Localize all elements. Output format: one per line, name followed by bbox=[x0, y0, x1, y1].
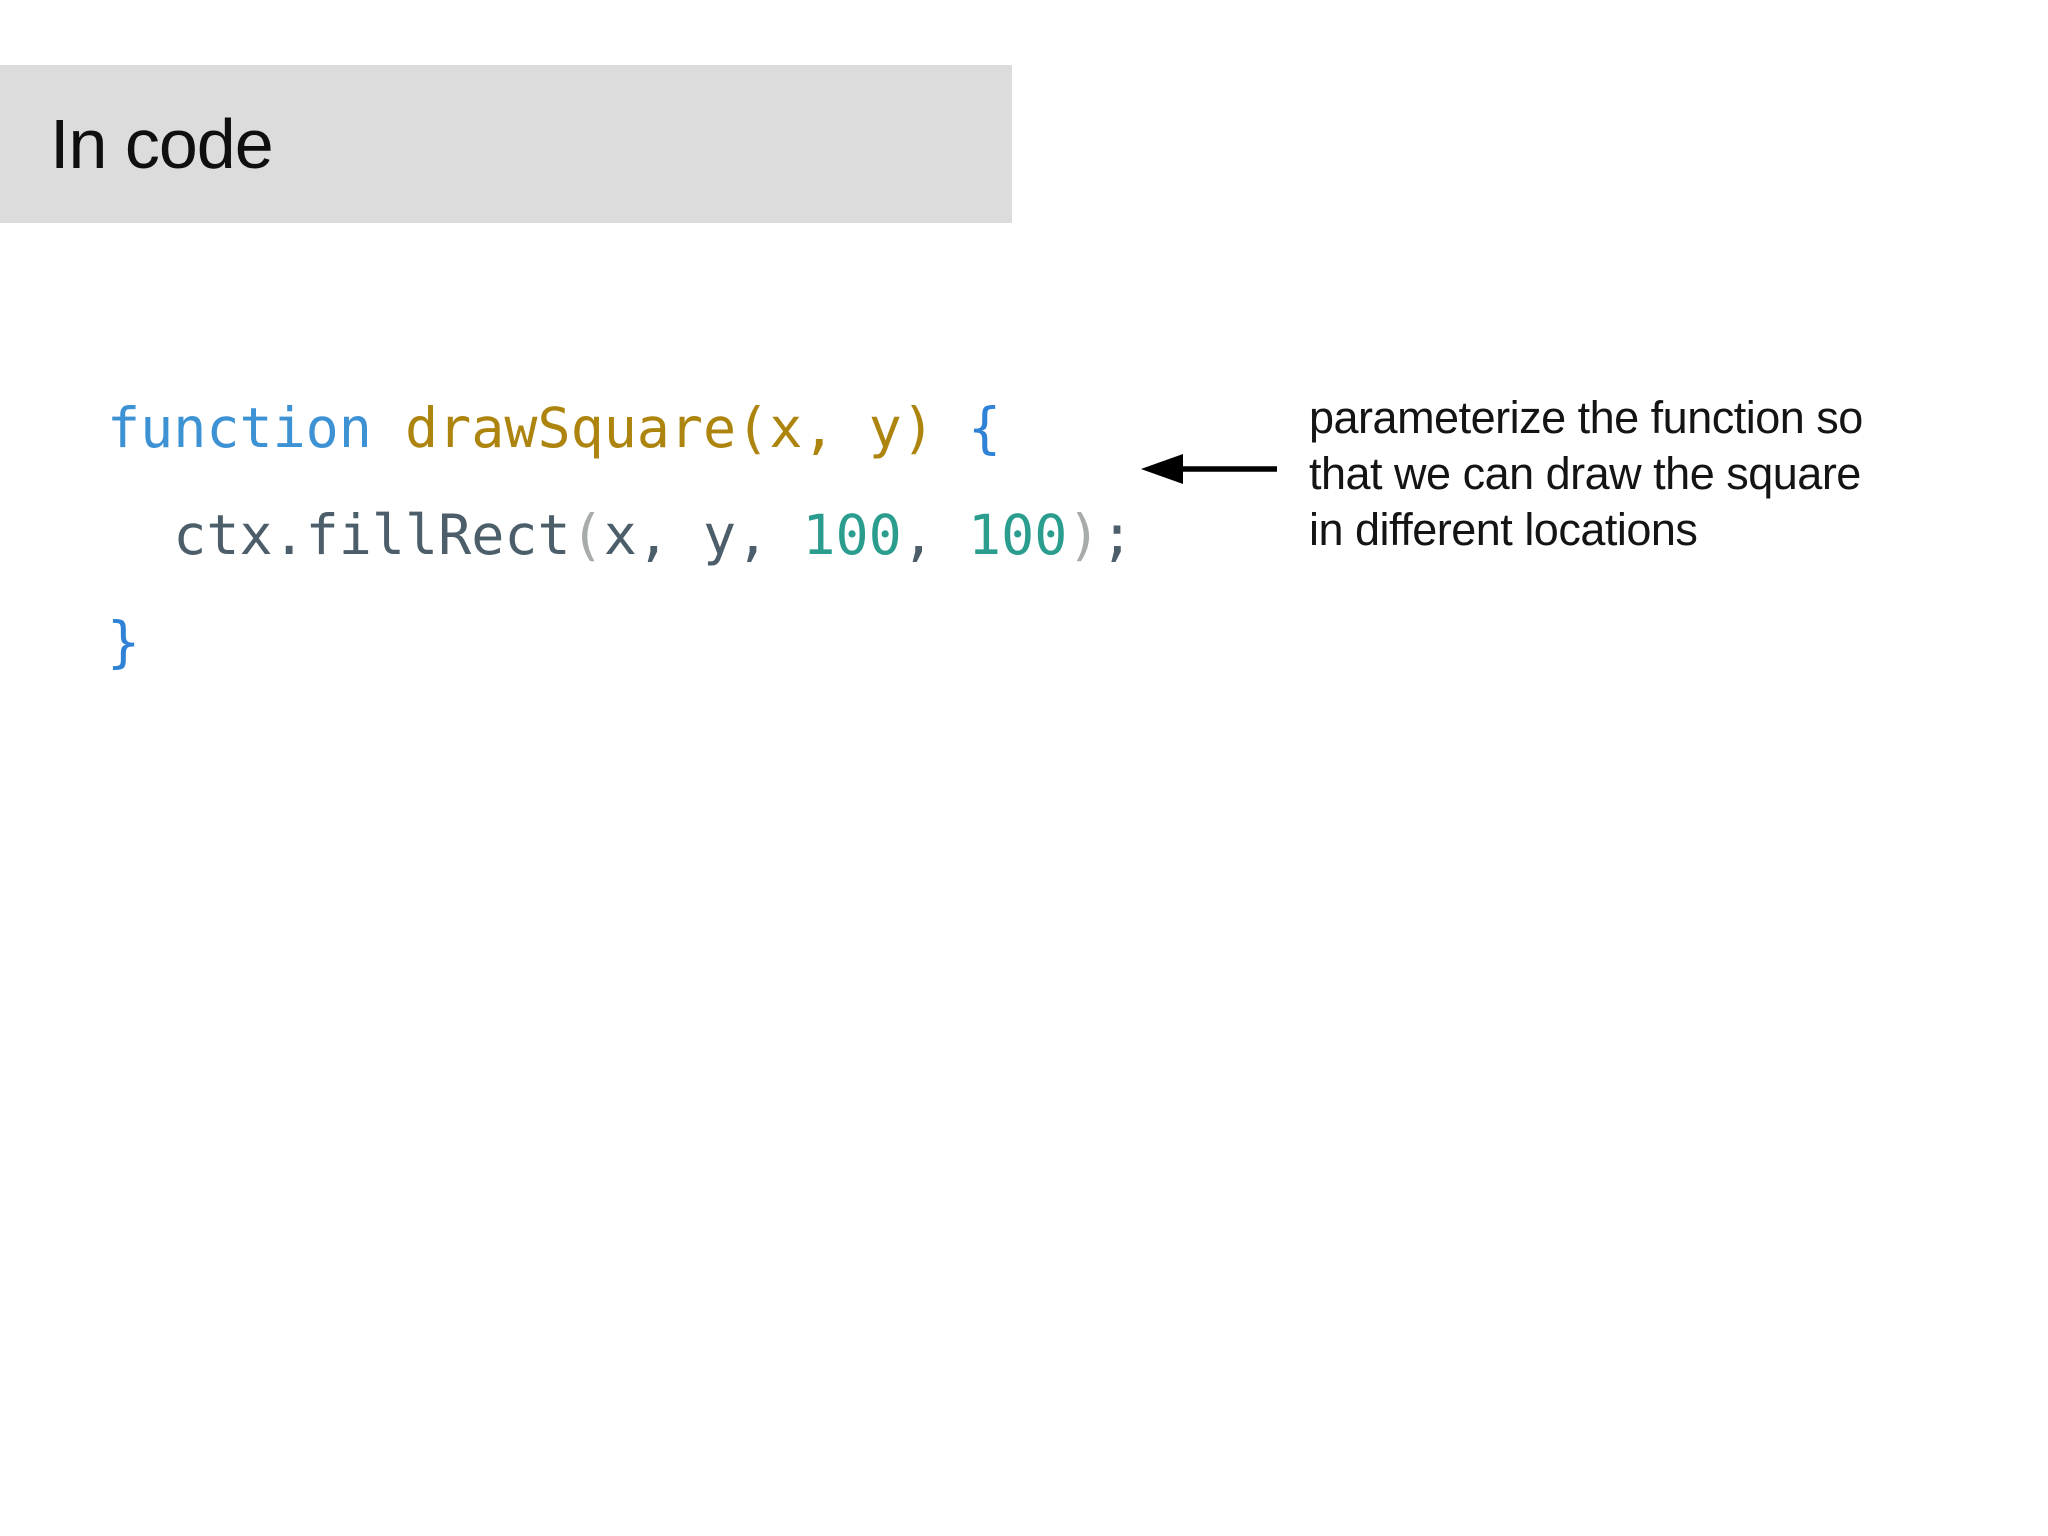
code-line-1: function drawSquare(x, y) { bbox=[107, 375, 1134, 482]
annotation-line: that we can draw the square bbox=[1309, 448, 1861, 499]
slide-title: In code bbox=[50, 105, 274, 183]
code-block: function drawSquare(x, y) { ctx.fillRect… bbox=[107, 375, 1134, 696]
code-close-brace: } bbox=[107, 610, 141, 674]
code-paren-open: ( bbox=[570, 503, 604, 567]
code-line-3: } bbox=[107, 589, 1134, 696]
annotation-line: in different locations bbox=[1309, 504, 1698, 555]
slide-header-bar: In code bbox=[0, 65, 1012, 223]
code-paren-close: ) bbox=[1067, 503, 1101, 567]
code-number-2: 100 bbox=[967, 503, 1068, 567]
code-open-brace: { bbox=[967, 396, 1002, 460]
annotation-line: parameterize the function so bbox=[1309, 392, 1863, 443]
code-comma: , bbox=[901, 503, 968, 567]
code-method-call: ctx.fillRect bbox=[173, 503, 571, 567]
code-line-2: ctx.fillRect(x, y, 100, 100); bbox=[107, 482, 1134, 589]
code-number-1: 100 bbox=[802, 503, 902, 567]
code-args: x, y, bbox=[603, 503, 803, 567]
left-arrow-icon bbox=[1140, 449, 1280, 489]
code-semicolon: ; bbox=[1100, 503, 1134, 567]
code-indent bbox=[107, 503, 173, 567]
code-function-signature: drawSquare(x, y) bbox=[371, 396, 968, 460]
annotation-text: parameterize the function so that we can… bbox=[1309, 390, 1863, 558]
code-keyword-function: function bbox=[107, 396, 372, 460]
